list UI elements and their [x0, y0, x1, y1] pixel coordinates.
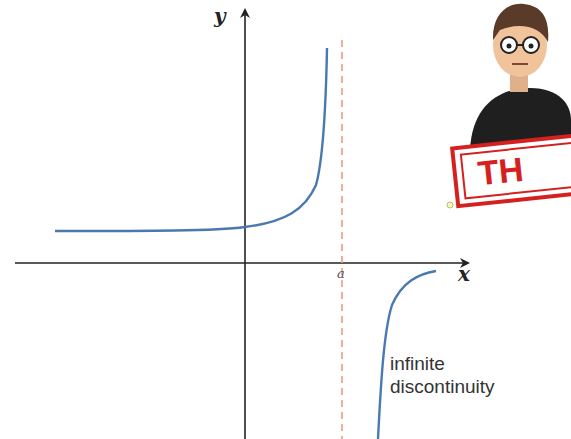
axis-label: x — [458, 262, 470, 286]
axis-label: y — [214, 4, 226, 28]
sign-board — [452, 135, 571, 206]
annotation-text: infinite discontinuity — [390, 352, 540, 398]
x-axis — [15, 262, 468, 264]
dot-marker — [447, 202, 453, 208]
vertical-asymptote — [341, 40, 343, 439]
asymptote-label: a — [337, 266, 345, 281]
curve-left-branch — [55, 48, 327, 231]
sign-text: TH — [476, 150, 525, 194]
y-axis — [244, 10, 246, 439]
